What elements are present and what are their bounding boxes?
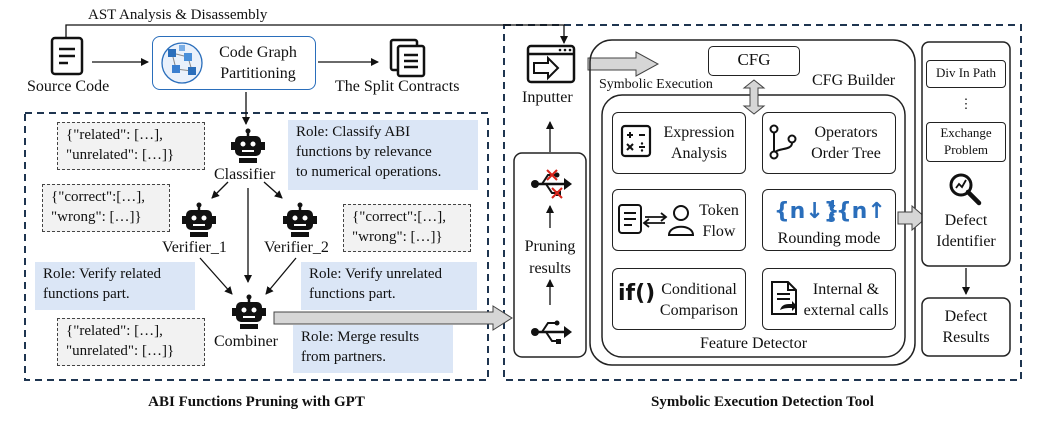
rounding-mode-icon: {n↓} 4 5 {n↑} <box>774 198 888 225</box>
cfg-label: CFG <box>737 50 771 69</box>
symbolic-execution-label: Symbolic Execution <box>599 77 713 92</box>
div-in-path-box <box>926 60 1006 88</box>
classifier-label: Classifier <box>214 166 276 183</box>
usb-icon <box>531 320 572 344</box>
branch-tree-icon <box>769 124 797 160</box>
verifier-2-label: Verifier_2 <box>264 239 329 256</box>
classifier-json: {"related": […],"unrelated": […]} <box>57 122 205 170</box>
defect-results-box <box>921 297 1011 357</box>
magnifier-chart-icon <box>949 173 982 206</box>
usb-crossed-icon <box>531 169 572 199</box>
split-contracts-icon <box>389 38 426 78</box>
right-panel-frame <box>503 24 1022 381</box>
classifier-robot-icon <box>231 128 265 163</box>
calculator-icon <box>620 124 652 158</box>
expression-analysis-box <box>612 112 746 174</box>
right-panel-title: Symbolic Execution Detection Tool <box>651 394 874 410</box>
split-contracts-label: The Split Contracts <box>335 78 460 95</box>
document-arrow-icon <box>771 281 797 315</box>
svg-text:{n↑}: {n↑} <box>836 199 888 224</box>
cfg-box <box>708 46 800 76</box>
verifier-1-label: Verifier_1 <box>162 239 227 256</box>
div-in-path-label: Div In Path <box>936 65 996 80</box>
ast-arrow <box>65 24 568 44</box>
token-flow-icon <box>618 204 695 236</box>
operators-order-tree-box <box>762 112 896 174</box>
graph-partition-icon <box>161 42 203 84</box>
pruning-column <box>513 152 587 358</box>
conditional-comparison-box <box>612 268 746 330</box>
rounding-mode-box <box>762 189 896 251</box>
source-code-label: Source Code <box>27 78 110 95</box>
combiner-json: {"related": […],"unrelated": […]} <box>57 318 205 366</box>
combiner-robot-icon <box>232 294 266 329</box>
calls-label: Internal &external calls <box>803 281 889 319</box>
inputter-icon <box>526 44 576 84</box>
feature-detector-label: Feature Detector <box>699 335 808 352</box>
left-panel-title: ABI Functions Pruning with GPT <box>148 394 365 410</box>
svg-text:5: 5 <box>828 212 836 225</box>
verifier-1-robot-icon <box>182 202 216 237</box>
exchange-problem-box <box>926 122 1006 162</box>
left-panel-frame <box>24 112 489 381</box>
verifier-2-json: {"correct":[…],"wrong": […]} <box>343 204 471 252</box>
combiner-output-arrow <box>273 305 513 331</box>
verifier-2-robot-icon <box>283 202 317 237</box>
verifier-1-json: {"correct":[…],"wrong": […]} <box>42 184 170 232</box>
combiner-label: Combiner <box>214 333 278 350</box>
inputter-label: Inputter <box>522 89 573 106</box>
svg-text:{n↓}: {n↓} <box>774 199 839 224</box>
if-icon: if() <box>618 281 656 306</box>
svg-text:4: 4 <box>828 198 836 211</box>
ast-arrow-label: AST Analysis & Disassembly <box>88 7 268 23</box>
ellipsis: ⋮ <box>959 96 973 111</box>
source-code-icon <box>50 36 84 76</box>
symbolic-execution-box <box>589 39 916 366</box>
rounding-mode-label: Rounding mode <box>777 230 881 247</box>
cfg-builder-label: CFG Builder <box>812 72 896 89</box>
